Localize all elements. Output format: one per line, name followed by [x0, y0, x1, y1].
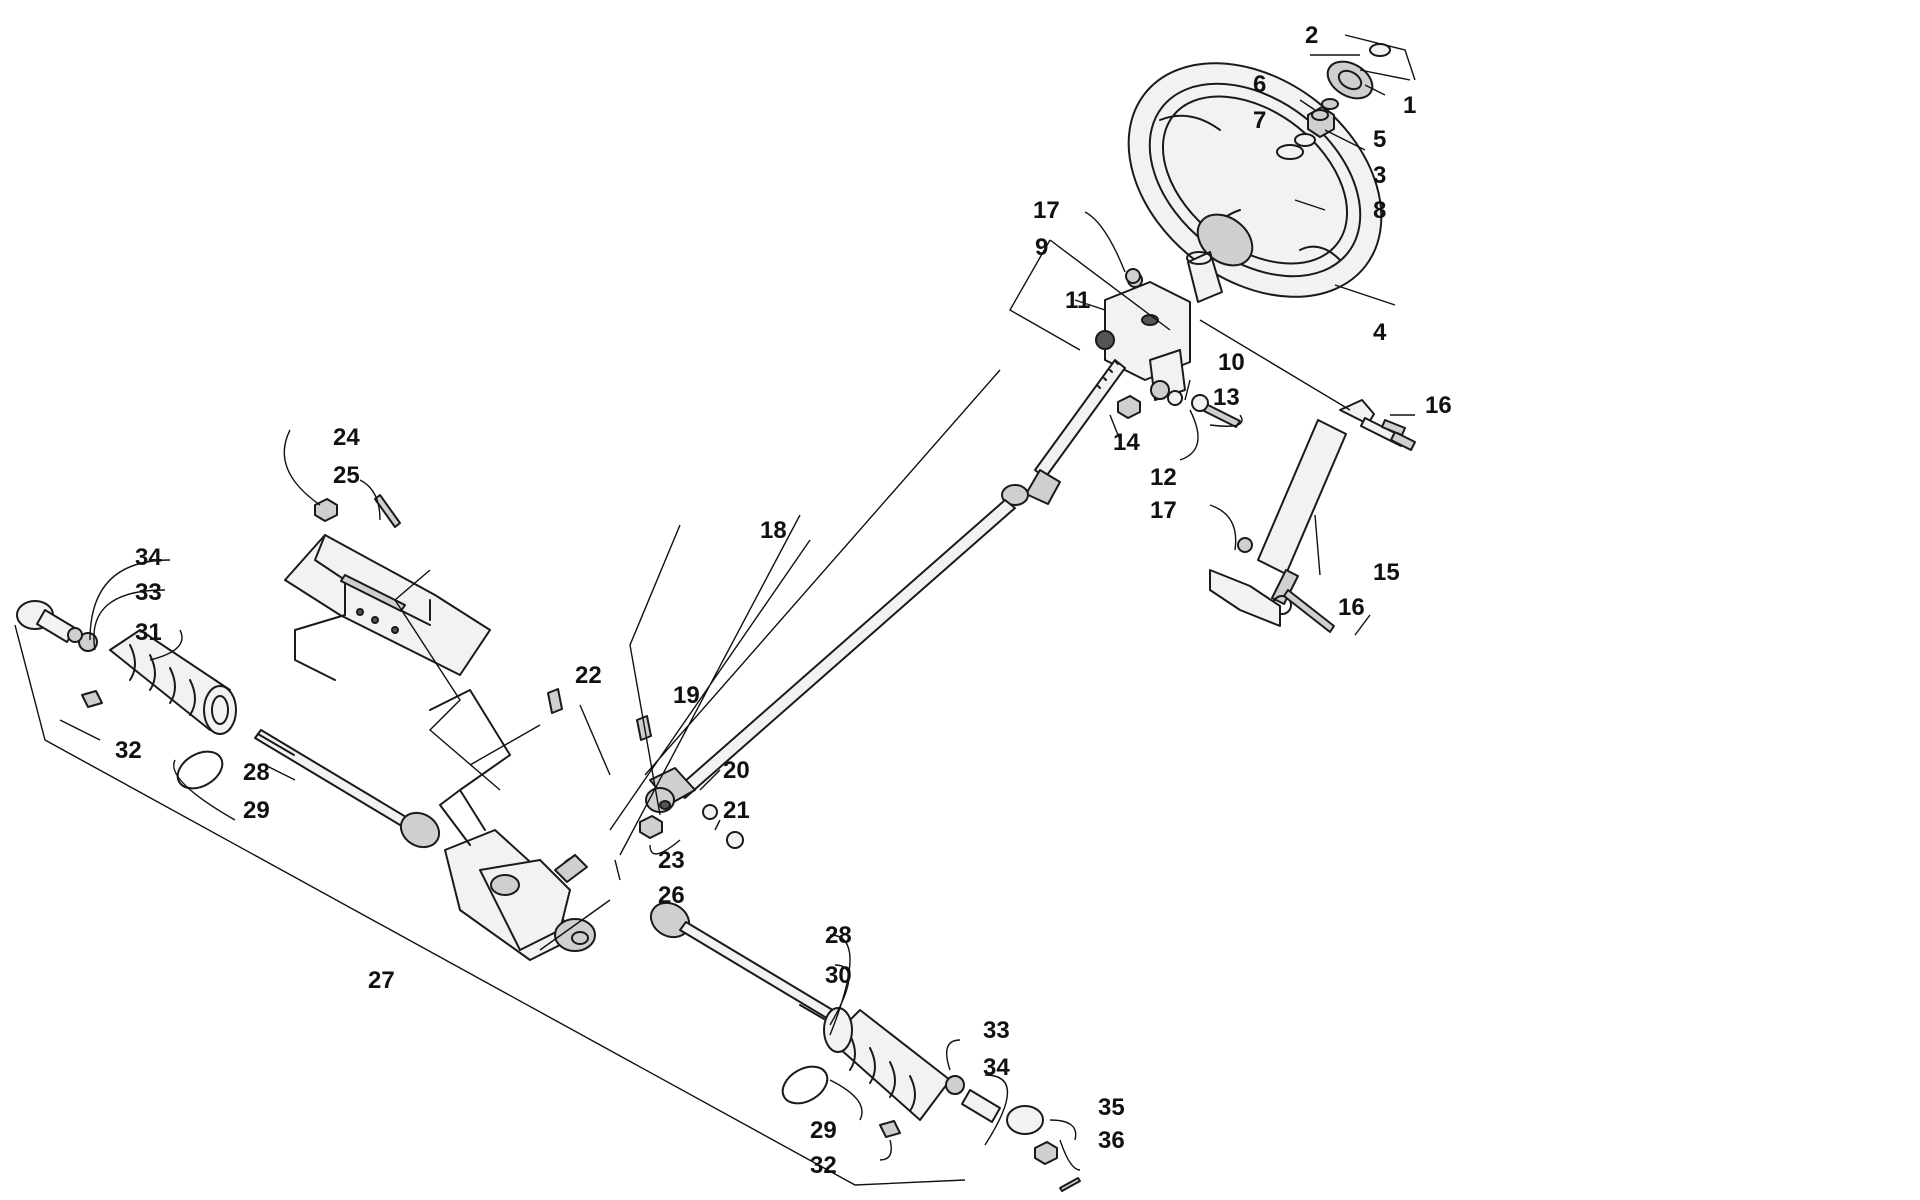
callout-24: 24: [333, 424, 360, 451]
upper-steering-column: [1095, 251, 1223, 401]
column-hardware: [1117, 268, 1241, 428]
callout-33-left: 33: [135, 579, 162, 606]
right-boot-clamp: [781, 1065, 901, 1138]
callout-22: 22: [575, 662, 602, 689]
callout-3: 3: [1373, 162, 1386, 189]
damper-hardware: [1209, 419, 1406, 633]
callout-29-right: 29: [810, 1117, 837, 1144]
callout-16-upper: 16: [1425, 392, 1452, 419]
callout-10: 10: [1218, 349, 1245, 376]
callout-4: 4: [1373, 319, 1387, 346]
rack-mount-bracket: [429, 689, 511, 846]
callout-8: 8: [1373, 197, 1386, 224]
callout-14: 14: [1113, 429, 1140, 456]
callout-35: 35: [1098, 1094, 1125, 1121]
callout-5: 5: [1373, 126, 1386, 153]
steering-shaft: [645, 359, 1126, 813]
right-tie-rod-end: [945, 1075, 1081, 1192]
right-boot: [823, 1007, 951, 1121]
left-boot-clamp: [81, 690, 224, 790]
callout-20: 20: [723, 757, 750, 784]
callout-28-left: 28: [243, 759, 270, 786]
floor-bracket: [284, 494, 491, 681]
callout-16-lower: 16: [1338, 594, 1365, 621]
callout-21: 21: [723, 797, 750, 824]
callout-36: 36: [1098, 1127, 1125, 1154]
callout-7: 7: [1253, 107, 1266, 134]
left-tie-rod: [254, 729, 441, 849]
callout-19: 19: [673, 682, 700, 709]
callout-9: 9: [1035, 234, 1048, 261]
callout-2: 2: [1305, 22, 1318, 49]
callout-18: 18: [760, 517, 787, 544]
callout-29-left: 29: [243, 797, 270, 824]
callout-32-left: 32: [115, 737, 142, 764]
callout-30: 30: [825, 962, 852, 989]
callout-1: 1: [1403, 92, 1416, 119]
steering-damper: [1257, 399, 1416, 615]
callout-23: 23: [658, 847, 685, 874]
callout-13: 13: [1213, 384, 1240, 411]
callout-28-right: 28: [825, 922, 852, 949]
callout-17-lower: 17: [1150, 497, 1177, 524]
left-boot: [109, 629, 237, 735]
steering-rack: [444, 829, 596, 961]
callout-labels: 1 2 3 4 5 6 7 8 9 10 11 12 13 14 15 16 1…: [115, 22, 1452, 1179]
callout-31: 31: [135, 619, 162, 646]
right-tie-rod: [649, 901, 837, 1021]
callout-12: 12: [1150, 464, 1177, 491]
callout-34-left: 34: [135, 544, 162, 571]
callout-25: 25: [333, 462, 360, 489]
callout-32-right: 32: [810, 1152, 837, 1179]
callout-27: 27: [368, 967, 395, 994]
callout-17-upper: 17: [1033, 197, 1060, 224]
hub-nut-stack: [1276, 98, 1339, 160]
callout-11: 11: [1065, 287, 1090, 314]
leader-lines: [14, 34, 1416, 1186]
callout-6: 6: [1253, 71, 1266, 98]
left-tie-rod-end: [16, 600, 98, 652]
callout-34-right: 34: [983, 1054, 1010, 1081]
callout-15: 15: [1373, 559, 1400, 586]
hub-cap: [1326, 43, 1391, 100]
callout-33-right: 33: [983, 1017, 1010, 1044]
callout-26: 26: [658, 882, 685, 909]
